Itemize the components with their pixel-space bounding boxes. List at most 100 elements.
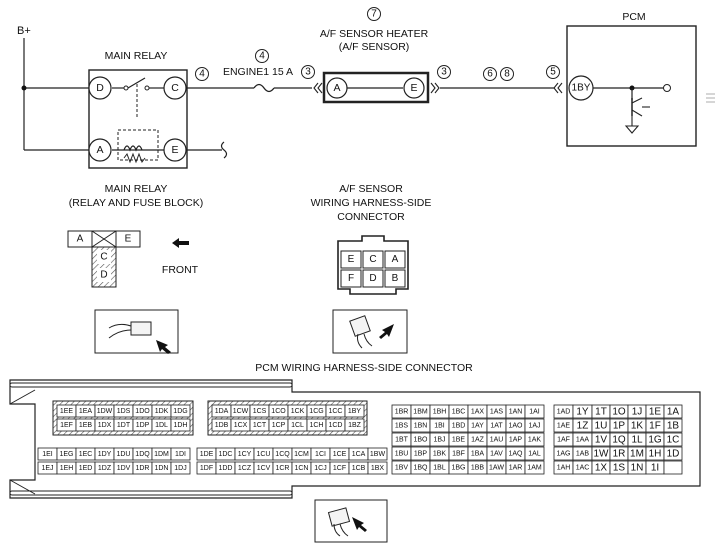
pcm-pin-label: 1CU — [256, 451, 270, 458]
callout-wire-6 — [483, 67, 497, 81]
relay-pin-c-label: C — [171, 82, 179, 94]
relay-pin-d — [88, 76, 112, 100]
pcm-pin-label: 1DT — [117, 422, 131, 429]
pcm-pin-label: 1BR — [395, 409, 409, 416]
pcm-pin-label: 1AS — [490, 409, 504, 416]
pcm-pin-label: 1DF — [200, 465, 213, 472]
pcm-pin-cell — [170, 404, 191, 418]
pcm-pin-label: 1BM — [413, 409, 428, 416]
pcm-pin-label: 1BF — [452, 451, 465, 458]
pcm-pin-label: 1CQ — [275, 451, 290, 458]
pcm-pin-cell — [170, 447, 191, 461]
pcm-pin-label: 1AZ — [471, 437, 485, 444]
pcm-pin-label: 1BC — [452, 409, 466, 416]
pcm-pin-cell — [170, 461, 191, 475]
connector-chevron — [313, 82, 323, 94]
sensor-conn-c: C — [369, 254, 376, 265]
pcm-pin-label: 1Q — [612, 435, 626, 446]
pcm-pin-label: 1I — [651, 463, 659, 474]
pcm-pin-cell — [367, 447, 388, 461]
pcm-pin-label: 1EB — [79, 422, 93, 429]
pcm-pin-label: 1AB — [576, 451, 590, 458]
plug-wires — [108, 323, 132, 339]
pcm-pin-label: 1BB — [471, 465, 485, 472]
pcm-pin-label: 1BN — [414, 423, 428, 430]
pcm-pin-label: 1DS — [117, 408, 131, 415]
pcm-pin-label: 1DA — [215, 408, 229, 415]
pcm-pin-label: 1CJ — [314, 465, 326, 472]
junction-dot — [21, 85, 27, 91]
relay-conn-a: A — [77, 234, 84, 245]
pcm-pin-label: 1BU — [395, 451, 409, 458]
relay-connector-title-2: (RELAY AND FUSE BLOCK) — [69, 197, 203, 209]
sensor-conn-cell-d — [362, 269, 384, 288]
pcm-pin-label: 1CD — [328, 422, 342, 429]
relay-resistor — [123, 152, 146, 164]
pcm-pin-label: 1Y — [576, 407, 589, 418]
pcm-pin-label: 1AQ — [508, 451, 523, 458]
plug-icon — [130, 321, 152, 336]
relay-conn-d: D — [100, 270, 107, 281]
pcm-pin-label: 1EF — [60, 422, 73, 429]
schematic: B+ MAIN RELAY D C A E 4 — [17, 7, 715, 169]
pcm-pin-label: 1S — [613, 463, 626, 474]
connector-chevron — [553, 82, 563, 94]
pcm-pin-label: 1BW — [370, 451, 386, 458]
sensor-conn-cell-f — [340, 269, 362, 288]
fuse-icon — [253, 83, 275, 93]
callout-fuse-num: 4 — [259, 51, 265, 62]
pcm-pin-label: 1O — [612, 407, 626, 418]
callout-wire-8-num: 8 — [504, 69, 510, 80]
pcm-outline-rail — [9, 490, 293, 496]
pcm-pin-label: 1CX — [234, 422, 248, 429]
pcm-pin-label: 1BS — [395, 423, 409, 430]
pcm-pin-label: 1BZ — [348, 422, 362, 429]
pcm-pin-label: 1BP — [414, 451, 428, 458]
pcm-pin-label: 1J — [632, 407, 643, 418]
callout-sensor-top-num: 7 — [371, 9, 377, 20]
sensor-conn-d: D — [369, 273, 376, 284]
pcm-pin-label: 1BE — [452, 437, 466, 444]
callout-pcm-left — [546, 65, 560, 79]
pcm-pin-label: 1AU — [490, 437, 504, 444]
pcm-pin-label: 1CA — [352, 451, 366, 458]
pcm-pin-label: 1CH — [309, 422, 323, 429]
pcm-pin-label: 1U — [595, 421, 608, 432]
relay-switch-arm — [127, 77, 146, 89]
sensor-conn-b: B — [392, 273, 399, 284]
pcm-pin-label: 1DO — [135, 408, 150, 415]
pcm-pin-label: 1AA — [576, 437, 590, 444]
sensor-plug-picture — [332, 309, 408, 354]
relay-pin-e-label: E — [171, 144, 178, 156]
relay-contact — [123, 85, 129, 91]
pcm-pin-label: 1P — [613, 421, 626, 432]
plug-arrow-icon — [352, 517, 367, 532]
pcm-title: PCM — [622, 11, 645, 23]
relay-pin-a — [88, 138, 112, 162]
pcm-connector-title: PCM WIRING HARNESS-SIDE CONNECTOR — [255, 362, 473, 374]
callout-sensor-left-num: 3 — [305, 67, 311, 78]
pcm-pin-label: 1T — [595, 407, 607, 418]
sensor-conn-f: F — [348, 273, 354, 284]
pcm-pin-label: 1EC — [79, 451, 93, 458]
transistor-collector — [631, 97, 643, 104]
pcm-pin-label: 1CK — [291, 408, 305, 415]
pcm-pin-label: 1CI — [315, 451, 326, 458]
plug-arrow-icon — [156, 340, 171, 354]
relay-conn-cell-c — [97, 250, 111, 264]
pcm-pin-label: 1DG — [173, 408, 187, 415]
pcm-pin-label: 1AX — [471, 409, 485, 416]
pcm-pin-label: 1BL — [433, 465, 446, 472]
pcm-pin-label: 1DY — [98, 451, 112, 458]
pcm-pin-label: 1DI — [175, 451, 186, 458]
pcm-pin-label: 1BT — [395, 437, 409, 444]
pcm-pin-label: 1EA — [79, 408, 93, 415]
callout-sensor-left — [301, 65, 315, 79]
pcm-pin-label: 1R — [613, 449, 626, 460]
pcm-pin-label: 1N — [631, 463, 644, 474]
pcm-pin-label: 1EG — [59, 451, 73, 458]
sensor-conn-cell-c — [362, 250, 384, 269]
pcm-pin-label: 1AR — [509, 465, 523, 472]
wire-break-mark — [220, 141, 228, 159]
